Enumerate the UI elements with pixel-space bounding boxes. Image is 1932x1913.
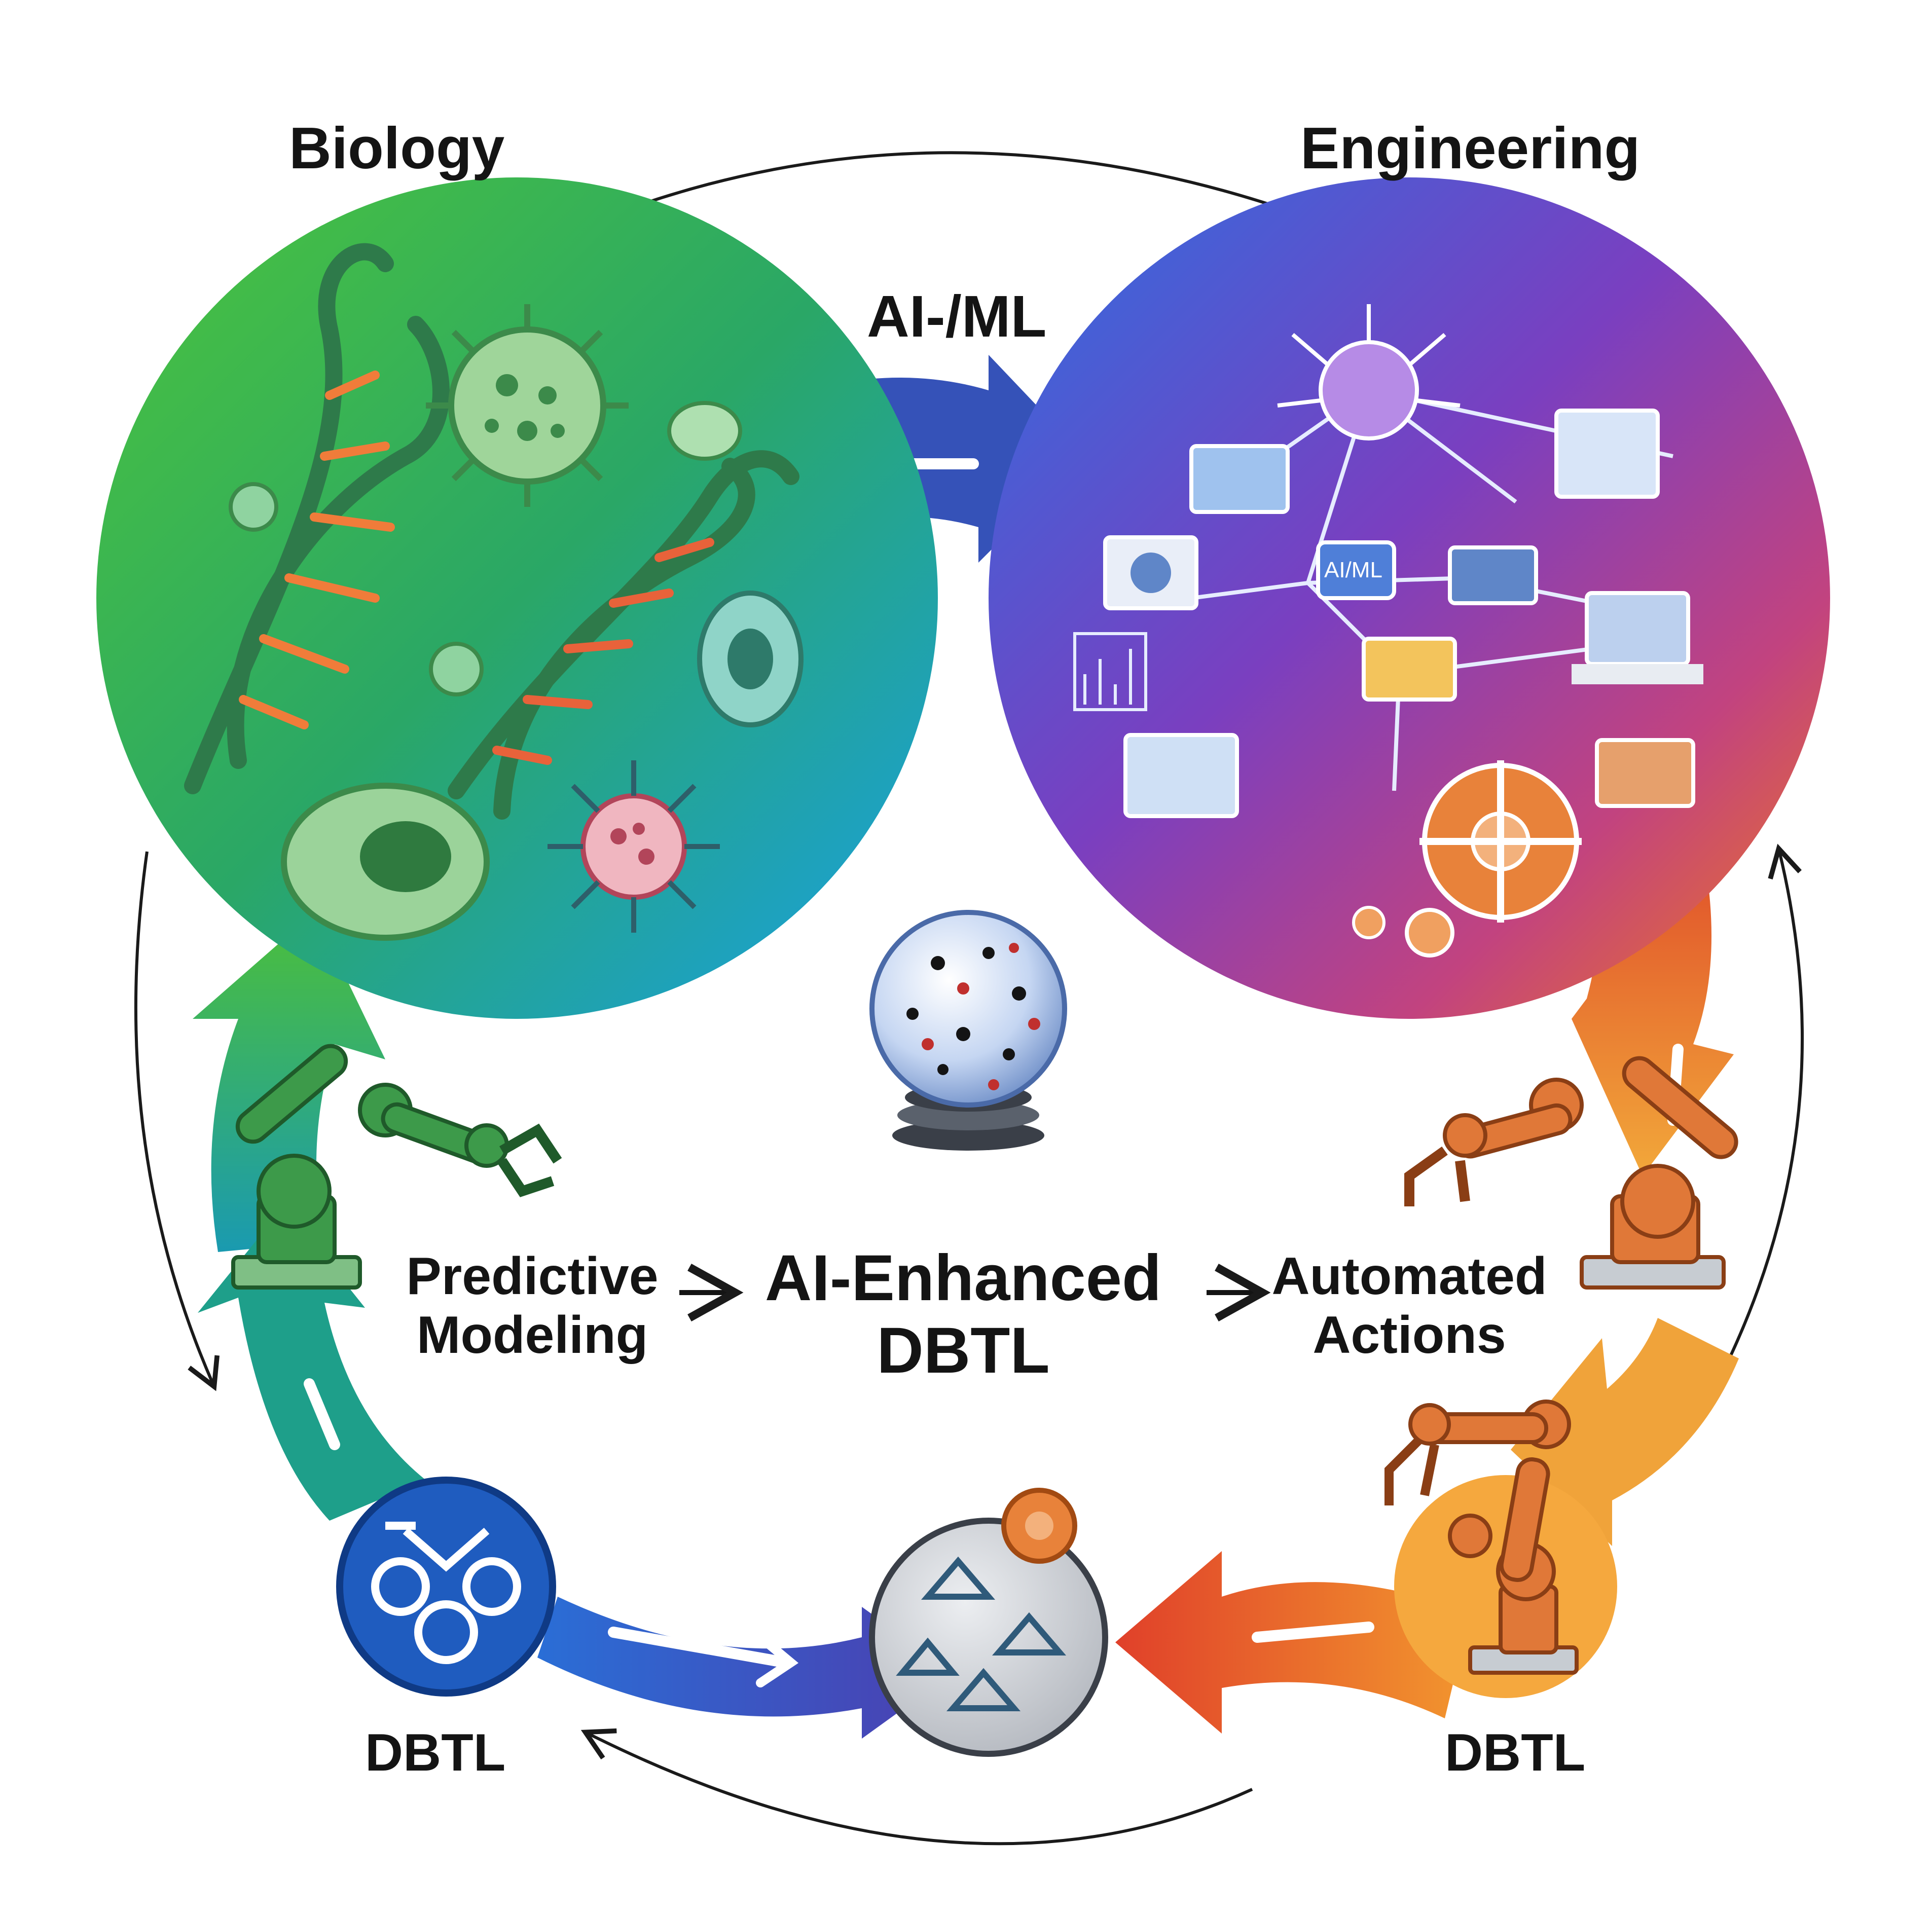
ai-ml-label: AI-/ML	[867, 283, 1047, 349]
center-line-2: DBTL	[877, 1314, 1050, 1387]
engineering-label: Engineering	[1300, 115, 1641, 181]
right-thin-arrow	[1699, 843, 1804, 1415]
cell-icon	[229, 401, 804, 727]
top-thin-arrow	[577, 151, 1351, 239]
predictive-line-1: Predictive	[406, 1247, 659, 1306]
laptop-icon	[1073, 409, 1703, 818]
predictive-modeling-label: Predictive Modeling	[395, 1247, 669, 1365]
dbtl-right-label: DBTL	[1445, 1723, 1586, 1782]
left-thin-arrow	[134, 851, 220, 1391]
predictive-line-2: Modeling	[416, 1306, 648, 1365]
aiml-chip-label: AI/ML	[1324, 558, 1382, 582]
virus-icon	[548, 760, 720, 933]
automated-line-2: Actions	[1313, 1306, 1506, 1365]
center-line-1: AI-Enhanced	[764, 1242, 1162, 1314]
automated-line-1: Automated	[1271, 1247, 1547, 1306]
ai-enhanced-dbtl-label: AI-Enhanced DBTL	[745, 1242, 1181, 1387]
bottom-thin-arrow	[580, 1728, 1253, 1846]
biology-label: Biology	[289, 115, 505, 181]
bottom-orange-thick-arrow	[1115, 1551, 1470, 1734]
dna-helix-icon	[184, 243, 799, 820]
aiml-chip	[1316, 540, 1396, 600]
crystal-ball-icon	[869, 910, 1067, 1151]
gear-icon	[1352, 760, 1582, 958]
automated-actions-label: Automated Actions	[1267, 1247, 1551, 1365]
dbtl-left-node	[336, 1477, 556, 1697]
biology-circle	[96, 177, 938, 1019]
center-bottom-node	[869, 1488, 1108, 1757]
robot-arm-icon	[231, 1044, 562, 1290]
dbtl-left-label: DBTL	[365, 1723, 506, 1782]
virus-icon	[426, 304, 629, 507]
neural-network-icon	[1191, 304, 1673, 791]
cell-icon	[281, 783, 490, 941]
robot-arm-icon	[1404, 1056, 1738, 1290]
dbtl-right-node	[1384, 1400, 1617, 1698]
right-amber-thick-arrow	[1511, 1318, 1739, 1546]
